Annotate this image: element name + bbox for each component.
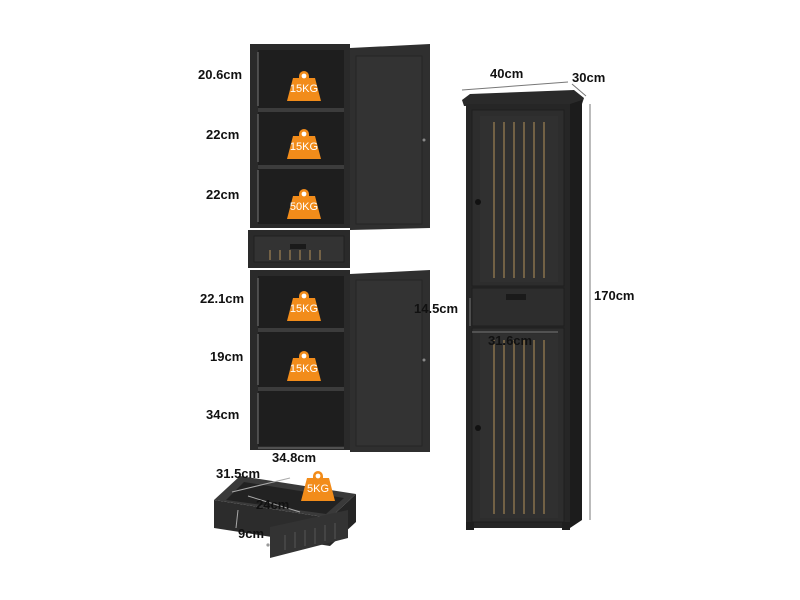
front-cabinet-width: 40cm bbox=[490, 66, 524, 81]
front-drawer-height: 14.5cm bbox=[414, 301, 459, 316]
weight-icon bbox=[287, 71, 321, 101]
drawer-load-label: 5KG bbox=[306, 483, 329, 495]
drawer-width: 31.5cm bbox=[216, 466, 261, 481]
upper-shelf-2-load-label: 15KG bbox=[289, 141, 319, 153]
drawer-load: 5KG bbox=[300, 470, 336, 502]
front-drawer-width: 31.6cm bbox=[488, 333, 533, 348]
front-cabinet bbox=[462, 90, 584, 530]
lower-shelf-1-load: 15KG bbox=[286, 290, 322, 322]
drawer-detail bbox=[214, 476, 356, 558]
upper-shelf-1-load: 15KG bbox=[286, 70, 322, 102]
upper-shelf-2-load: 15KG bbox=[286, 128, 322, 160]
front-cabinet-height: 170cm bbox=[594, 288, 635, 303]
upper-shelf-3-height: 22cm bbox=[206, 187, 240, 202]
upper-shelf-3-load: 50KG bbox=[286, 188, 322, 220]
front-cabinet-gold-stripes bbox=[493, 122, 545, 514]
lower-shelf-1-load-label: 15KG bbox=[289, 303, 319, 315]
front-cabinet-depth: 30cm bbox=[572, 70, 606, 85]
lower-shelf-2-load-label: 15KG bbox=[289, 363, 319, 375]
lower-shelf-2-height: 19cm bbox=[210, 349, 244, 364]
weight-icon bbox=[287, 189, 321, 219]
lower-shelf-1-height: 22.1cm bbox=[200, 291, 245, 306]
lower-shelf-2-load: 15KG bbox=[286, 350, 322, 382]
upper-shelf-1-height: 20.6cm bbox=[198, 67, 243, 82]
open-cabinet bbox=[248, 44, 430, 452]
weight-icon bbox=[301, 471, 335, 501]
upper-shelf-3-load-label: 50KG bbox=[289, 201, 319, 213]
weight-icon bbox=[287, 129, 321, 159]
front-cabinet-dimension-lines bbox=[461, 81, 591, 520]
weight-icon bbox=[287, 351, 321, 381]
open-cabinet-width: 34.8cm bbox=[272, 450, 317, 465]
drawer-height: 9cm bbox=[238, 526, 265, 541]
drawer-depth: 24cm bbox=[256, 497, 290, 512]
lower-shelf-3-height: 34cm bbox=[206, 407, 240, 422]
upper-shelf-1-load-label: 15KG bbox=[289, 83, 319, 95]
open-cabinet-dimension-lines bbox=[257, 52, 344, 449]
weight-icon bbox=[287, 291, 321, 321]
upper-shelf-2-height: 22cm bbox=[206, 127, 240, 142]
